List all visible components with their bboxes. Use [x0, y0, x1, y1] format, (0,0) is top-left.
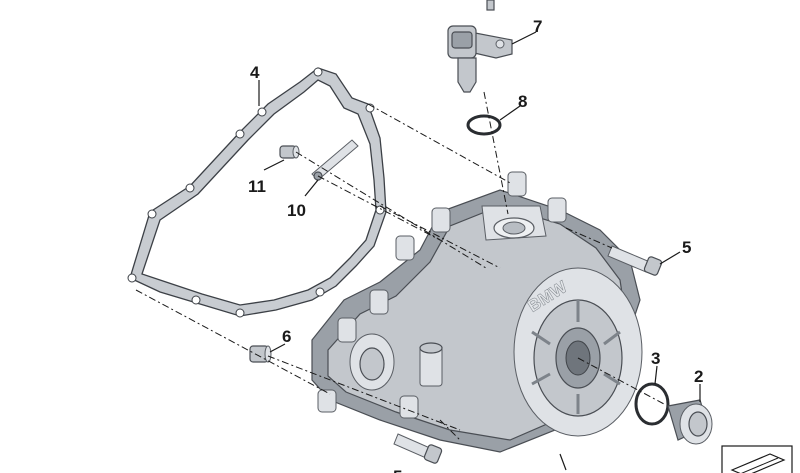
callout-2: 2 [694, 367, 703, 386]
bolt-part-5-right [607, 245, 663, 276]
locating-strip-part-10 [311, 139, 359, 181]
bottom-leader [559, 453, 567, 471]
callout-leaders [258, 31, 701, 402]
assembly-center-lines [135, 91, 665, 441]
callout-5-right: 5 [682, 238, 691, 257]
o-ring-part-3 [634, 382, 670, 426]
gasket-bolt-holes [127, 67, 385, 318]
gasket-part-4 [127, 67, 387, 318]
callout-6: 6 [282, 327, 291, 346]
dowel-part-6 [249, 345, 272, 363]
callout-11: 11 [248, 177, 266, 196]
callout-5-bottom: 5 [393, 467, 402, 473]
callout-4: 4 [250, 63, 260, 82]
cover-bolt-bosses [317, 171, 567, 419]
callout-8: 8 [518, 92, 527, 111]
callout-10: 10 [287, 201, 306, 220]
bolt-part-5-bottom [393, 433, 443, 464]
sensor-part-7 [447, 0, 513, 93]
engine-cover-housing: BMW [311, 171, 643, 453]
callout-7: 7 [533, 17, 542, 36]
plug-part-2 [667, 399, 713, 445]
reference-symbol-box [721, 445, 793, 473]
callout-labels: 4 7 8 11 10 5 6 3 2 5 [248, 17, 703, 473]
drum-ribs [531, 300, 621, 414]
callout-3: 3 [651, 349, 660, 368]
o-ring-part-8 [466, 114, 502, 136]
